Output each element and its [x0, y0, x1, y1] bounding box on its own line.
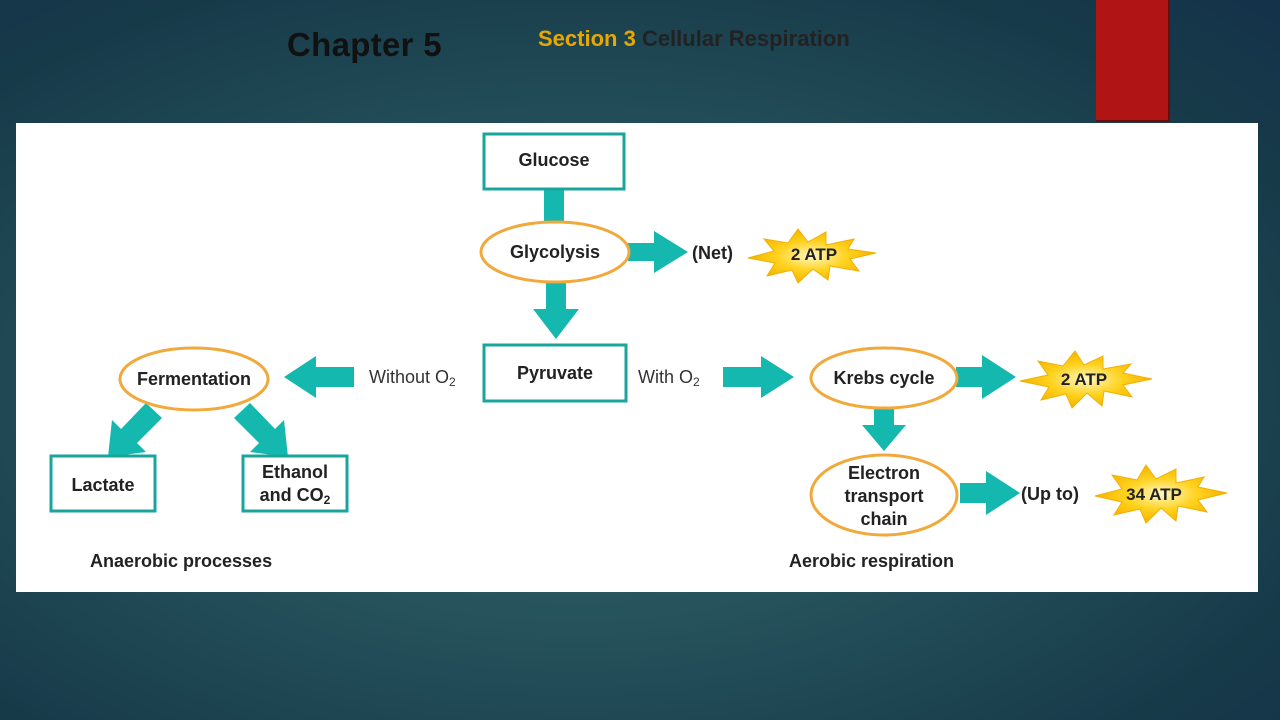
- arrow-krebs-atp: [956, 355, 1016, 399]
- atp-burst-krebs: [1019, 350, 1153, 409]
- arrow-pyruvate-krebs: [723, 356, 794, 398]
- etc-label: Electron transport chain: [822, 462, 946, 531]
- krebs-label: Krebs cycle: [833, 368, 935, 388]
- arrow-glycolysis-pyruvate: [533, 281, 579, 339]
- atp-etc-label: 34 ATP: [1126, 485, 1182, 504]
- etc-line2: transport: [844, 486, 924, 506]
- arrow-glucose-glycolysis: [544, 189, 564, 223]
- section-number: Section 3: [538, 26, 636, 51]
- up-to-label: (Up to): [1021, 484, 1079, 504]
- krebs-ellipse: [809, 346, 959, 410]
- glucose-box: [482, 132, 626, 191]
- net-label: (Net): [692, 243, 733, 263]
- glycolysis-ellipse: [479, 220, 631, 284]
- section-name: Cellular Respiration: [641, 26, 850, 51]
- anaerobic-caption: Anaerobic processes: [90, 551, 273, 571]
- lactate-label: Lactate: [71, 475, 135, 495]
- without-o2-sub: 2: [449, 375, 456, 389]
- co2-sub: 2: [323, 493, 331, 507]
- ethanol-line1: Ethanol: [262, 462, 328, 482]
- atp-glycolysis-label: 2 ATP: [790, 245, 838, 264]
- section-title: Section 3 Cellular Respiration: [538, 26, 850, 52]
- etc-line1: Electron: [847, 463, 921, 483]
- ethanol-box: [241, 454, 349, 513]
- ethanol-label: Ethanol and CO2: [245, 461, 345, 512]
- ethanol-line2-wrap: and CO2: [245, 484, 345, 512]
- arrow-pyruvate-fermentation: [284, 356, 354, 398]
- aerobic-caption: Aerobic respiration: [789, 551, 955, 571]
- arrow-krebs-etc: [862, 407, 906, 451]
- arrow-glycolysis-atp: [628, 231, 688, 273]
- glucose-label: Glucose: [518, 150, 590, 170]
- diagram-graphics: [49, 132, 1228, 537]
- with-o2-label: With O2: [638, 367, 700, 392]
- with-text: With O: [638, 367, 694, 387]
- fermentation-ellipse: [118, 346, 270, 412]
- with-o2-sub: 2: [693, 375, 700, 389]
- diagram-panel: Glucose Glycolysis (Net) 2 ATP Pyruvate …: [16, 123, 1258, 592]
- fermentation-label: Fermentation: [136, 369, 251, 389]
- without-text: Without O: [369, 367, 450, 387]
- without-o2-label: Without O2: [369, 367, 456, 392]
- glycolysis-label: Glycolysis: [509, 242, 601, 262]
- atp-burst-glycolysis: [747, 228, 877, 284]
- red-tab-decoration: [1096, 0, 1170, 122]
- etc-ellipse: [809, 453, 959, 537]
- arrow-etc-atp: [960, 471, 1020, 515]
- atp-burst-etc: [1094, 464, 1228, 524]
- pyruvate-label: Pyruvate: [516, 363, 594, 383]
- atp-krebs-label: 2 ATP: [1060, 370, 1108, 389]
- arrow-fermentation-ethanol: [234, 403, 288, 457]
- pyruvate-box: [482, 343, 628, 403]
- chapter-title: Chapter 5: [287, 26, 442, 63]
- lactate-box: [49, 454, 157, 513]
- ethanol-line2: and CO: [259, 485, 324, 505]
- etc-line3: chain: [860, 509, 908, 529]
- arrow-fermentation-lactate: [108, 403, 162, 457]
